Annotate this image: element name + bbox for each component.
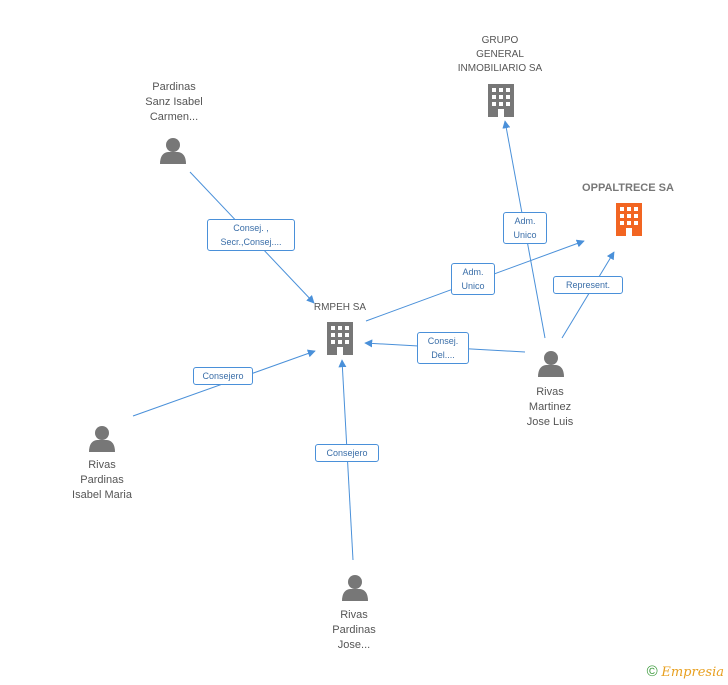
- node-label-rmpeh[interactable]: RMPEH SA: [313, 302, 367, 313]
- building-icon[interactable]: [616, 203, 642, 236]
- edge-label-consejero[interactable]: Consejero: [193, 367, 253, 385]
- edge-label-consejero[interactable]: Consejero: [315, 444, 379, 462]
- node-label-rivas-isabel[interactable]: Rivas Pardinas Isabel Maria: [72, 459, 132, 501]
- edge-label-represent[interactable]: Represent.: [553, 276, 623, 294]
- edge-label-adm-unico[interactable]: Adm. Unico: [451, 263, 495, 295]
- node-label-rivas-martinez[interactable]: Rivas Martinez Jose Luis: [526, 386, 574, 428]
- node-label-grupo-general[interactable]: GRUPO GENERAL INMOBILIARIO SA: [457, 35, 543, 74]
- brand-watermark: © Empresia: [647, 663, 724, 680]
- building-icon[interactable]: [488, 84, 514, 117]
- person-icon[interactable]: [342, 575, 368, 601]
- node-label-pardinas-sanz[interactable]: Pardinas Sanz Isabel Carmen...: [145, 81, 203, 123]
- building-icon[interactable]: [327, 322, 353, 355]
- edge-label-adm-unico[interactable]: Adm. Unico: [503, 212, 547, 244]
- person-icon[interactable]: [538, 351, 564, 377]
- node-label-oppaltrece[interactable]: OPPALTRECE SA: [582, 182, 674, 194]
- edge-rivas-martinez-to-oppaltrece: [561, 251, 615, 339]
- edge-label-consej-del[interactable]: Consej. Del....: [417, 332, 469, 364]
- person-icon[interactable]: [160, 138, 186, 164]
- node-label-rivas-jose[interactable]: Rivas Pardinas Jose...: [332, 609, 376, 651]
- person-icon[interactable]: [89, 426, 115, 452]
- brand-logo: Empresia: [661, 665, 724, 680]
- copyright-icon: ©: [646, 663, 658, 680]
- edge-label-consej-secr[interactable]: Consej. , Secr.,Consej....: [207, 219, 295, 251]
